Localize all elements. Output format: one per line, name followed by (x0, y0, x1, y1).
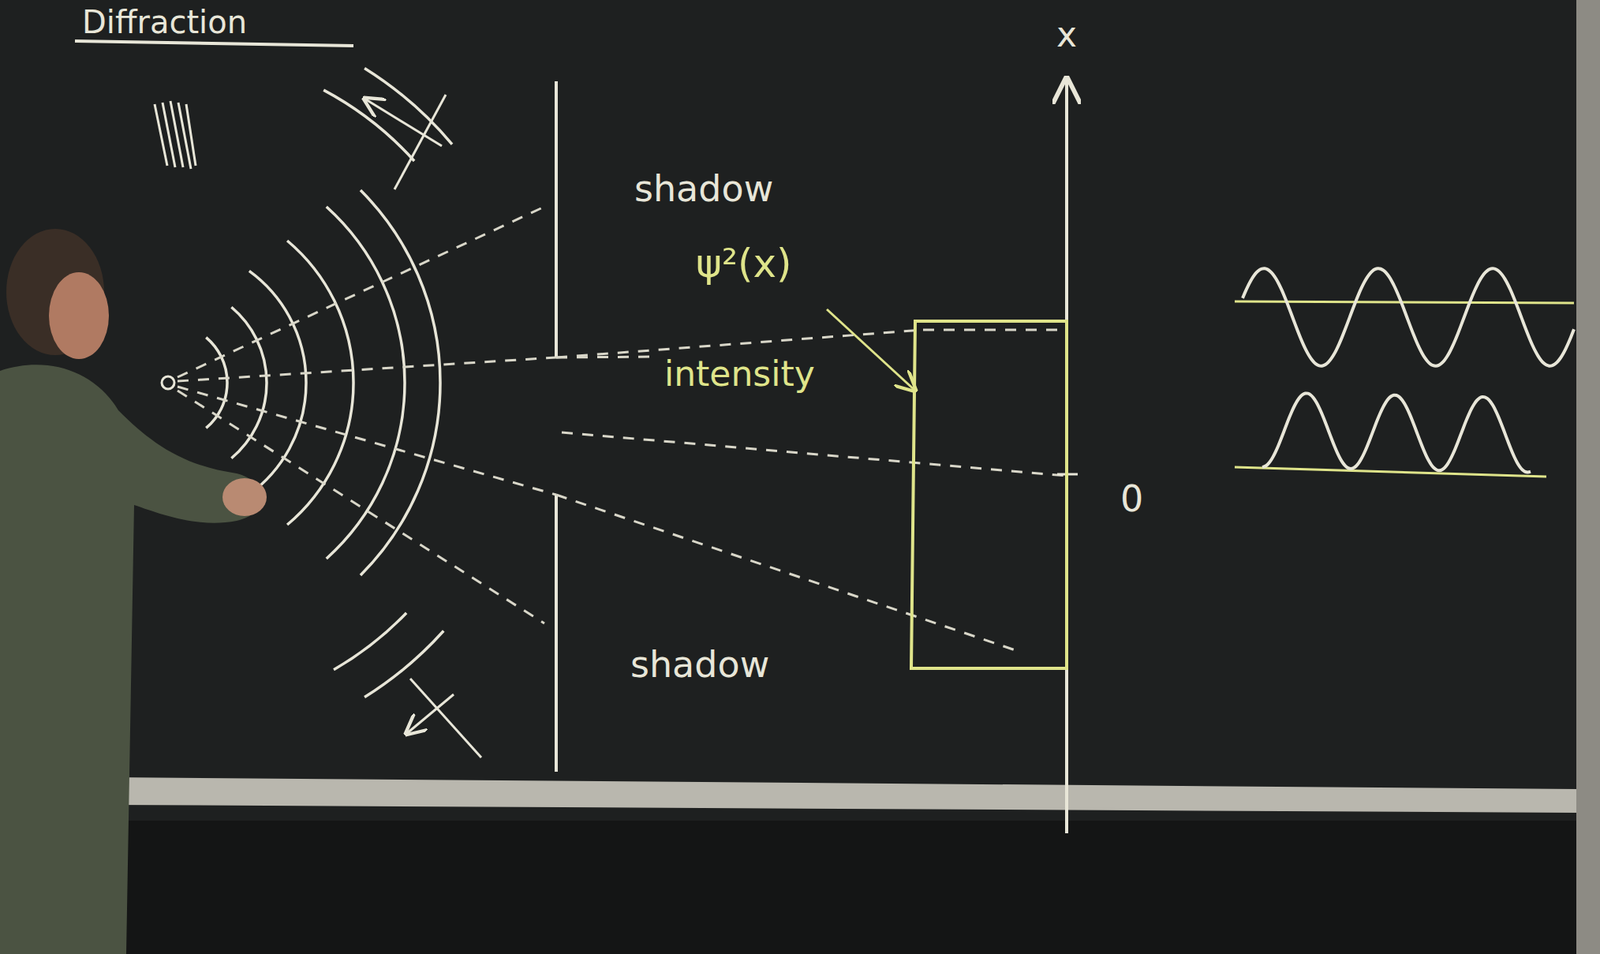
intensity-region (911, 321, 1067, 669)
intensity-label: intensity (661, 353, 819, 395)
leader-arrow (826, 309, 916, 391)
axis-label: x (1053, 14, 1081, 56)
ray-lines (177, 206, 1067, 651)
chalk-tray (110, 777, 1578, 813)
title-underline (74, 41, 354, 46)
intensity-wave (1262, 392, 1531, 472)
wavefronts (205, 67, 453, 697)
wavefront-arc (360, 190, 441, 576)
wavefunction-label: ψ²(x) (692, 240, 796, 288)
intensity-baseline (1234, 467, 1547, 477)
lecturer (0, 228, 267, 954)
amplitude-wave (1242, 268, 1574, 367)
shadow-label: shadow (627, 642, 773, 687)
tally-marks (154, 100, 196, 169)
source-point (161, 376, 175, 389)
wavefront-arc (333, 613, 407, 670)
spread-arrows (364, 94, 482, 758)
board-frame (1576, 0, 1600, 954)
wavefront-arc (249, 270, 307, 494)
shadow-label: shadow (631, 167, 777, 211)
origin-label: 0 (1117, 477, 1147, 521)
board-floor (0, 820, 1600, 954)
title: Diffraction (78, 3, 251, 42)
slit-barrier (554, 81, 558, 772)
wavefront-arc (326, 206, 405, 559)
